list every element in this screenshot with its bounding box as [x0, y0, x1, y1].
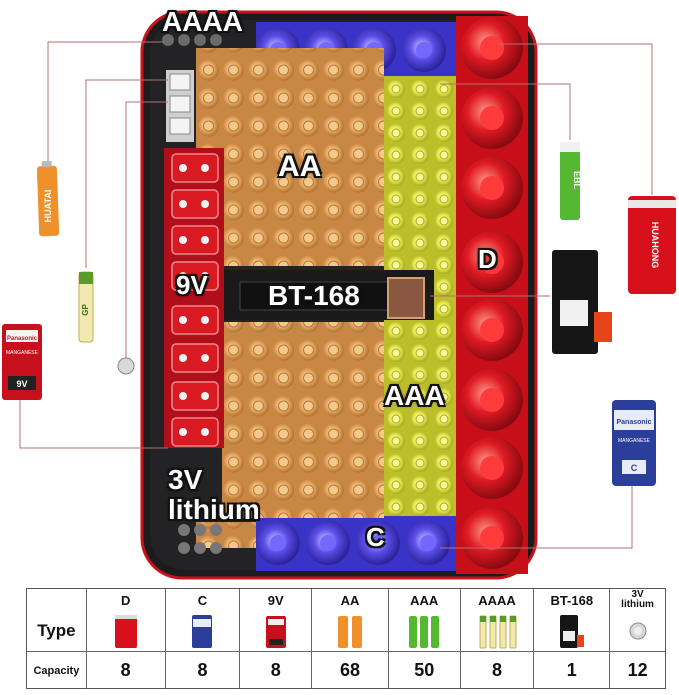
gp-label: GP: [81, 304, 90, 316]
table-type-row: Type: [27, 611, 665, 651]
row-label-type: Type: [27, 611, 87, 651]
label-c: C: [366, 522, 385, 552]
type-bt168-icon: [534, 611, 611, 651]
table-header-c: C: [166, 589, 241, 611]
label-lithium-3v: 3V: [168, 464, 203, 495]
label-d: D: [478, 244, 497, 274]
table-header-lithium: 3V lithium: [621, 589, 654, 610]
table-header-aaaa: AAAA: [461, 589, 535, 611]
type-9v-icon: [240, 611, 313, 651]
ebl-label: EBL: [572, 171, 582, 190]
panasonic-9v-brand: Panasonic: [7, 336, 38, 342]
battery-organizer-photo: HUATAI GP Panasonic MANGANESE 9V EBL HUA…: [2, 10, 676, 580]
huatai-label: HUATAI: [43, 190, 53, 223]
table-capacity-row: Capacity 8 8 8 68 50 8 1 12: [27, 651, 665, 689]
type-aaa-icon: [389, 611, 461, 651]
type-lithium-icon: [610, 611, 665, 651]
capacity-lithium: 12: [627, 660, 648, 680]
table-header-aaa: AAA: [389, 589, 461, 611]
panasonic-c-brand: Panasonic: [616, 419, 651, 426]
table-header-empty: [27, 589, 87, 611]
capacity-aaa: 50: [389, 652, 461, 689]
capacity-aa: 68: [312, 652, 389, 689]
type-aaaa-icon: [461, 611, 535, 651]
label-aaaa: AAAA: [162, 6, 243, 37]
table-header-aa: AA: [312, 589, 389, 611]
type-aa-icon: [312, 611, 389, 651]
label-aaa: AAA: [384, 380, 445, 411]
table-header-9v: 9V: [240, 589, 313, 611]
table-header-bt168: BT-168: [534, 589, 611, 611]
capacity-bt168: 1: [534, 652, 611, 689]
panasonic-c-sub: MANGANESE: [618, 438, 651, 444]
panasonic-9v-sub: MANGANESE: [6, 350, 39, 356]
huahong-label: HUAHONG: [650, 222, 660, 269]
capacity-c: 8: [166, 652, 241, 689]
type-d-icon: [87, 611, 166, 651]
capacity-table: D C 9V AA AAA AAAA BT-168 3V lithium Typ…: [26, 588, 666, 689]
label-aa: AA: [278, 150, 322, 183]
label-9v: 9V: [176, 270, 208, 300]
label-lithium: lithium: [168, 494, 260, 525]
table-header-d: D: [87, 589, 166, 611]
table-header-row: D C 9V AA AAA AAAA BT-168 3V lithium: [27, 589, 665, 611]
label-bt168: BT-168: [268, 280, 360, 311]
panasonic-9v-size: 9V: [16, 379, 27, 389]
capacity-d: 8: [87, 652, 166, 689]
panasonic-c-size: C: [631, 463, 638, 473]
capacity-9v: 8: [240, 652, 313, 689]
capacity-aaaa: 8: [461, 652, 535, 689]
type-c-icon: [166, 611, 241, 651]
row-label-capacity: Capacity: [27, 652, 87, 689]
